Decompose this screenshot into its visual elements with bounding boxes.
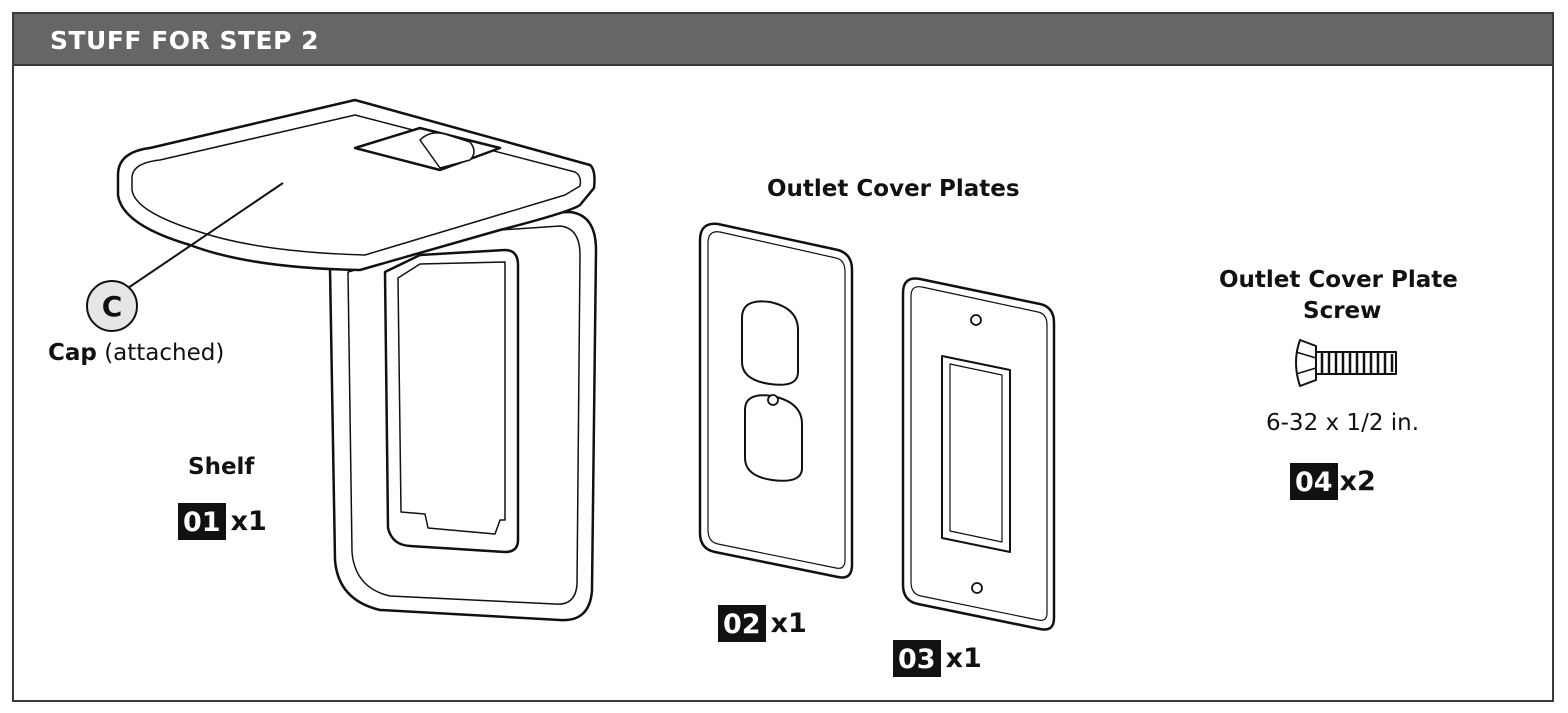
outlet-plates-title: Outlet Cover Plates <box>767 176 1020 202</box>
cap-name: Cap <box>48 340 97 366</box>
part-04-tag: 04 x2 <box>1290 463 1376 500</box>
step-panel: STUFF FOR STEP 2 <box>12 12 1554 702</box>
part-04-name-line2: Screw <box>1303 298 1382 324</box>
part-01-qty: x1 <box>230 506 267 537</box>
cap-note: (attached) <box>104 340 225 366</box>
part-02-tag: 02 x1 <box>718 605 807 642</box>
part-04-number: 04 <box>1290 463 1338 500</box>
part-04-qty: x2 <box>1339 466 1376 497</box>
part-01-number: 01 <box>178 503 226 540</box>
part-02-number: 02 <box>718 605 766 642</box>
part-01-tag: 01 x1 <box>178 503 267 540</box>
part-03-number: 03 <box>893 640 941 677</box>
part-03-tag: 03 x1 <box>893 640 982 677</box>
callout-c-badge: C <box>86 280 138 332</box>
part-04-spec: 6-32 x 1/2 in. <box>1266 410 1420 436</box>
step-header: STUFF FOR STEP 2 <box>14 14 1552 66</box>
part-02-qty: x1 <box>770 608 807 639</box>
cap-label: Cap (attached) <box>48 340 224 366</box>
part-01-name: Shelf <box>188 454 255 480</box>
part-03-qty: x1 <box>945 643 982 674</box>
step-title: STUFF FOR STEP 2 <box>50 26 320 55</box>
callout-leader-line <box>127 182 284 289</box>
part-04-name-line1: Outlet Cover Plate <box>1219 267 1458 293</box>
